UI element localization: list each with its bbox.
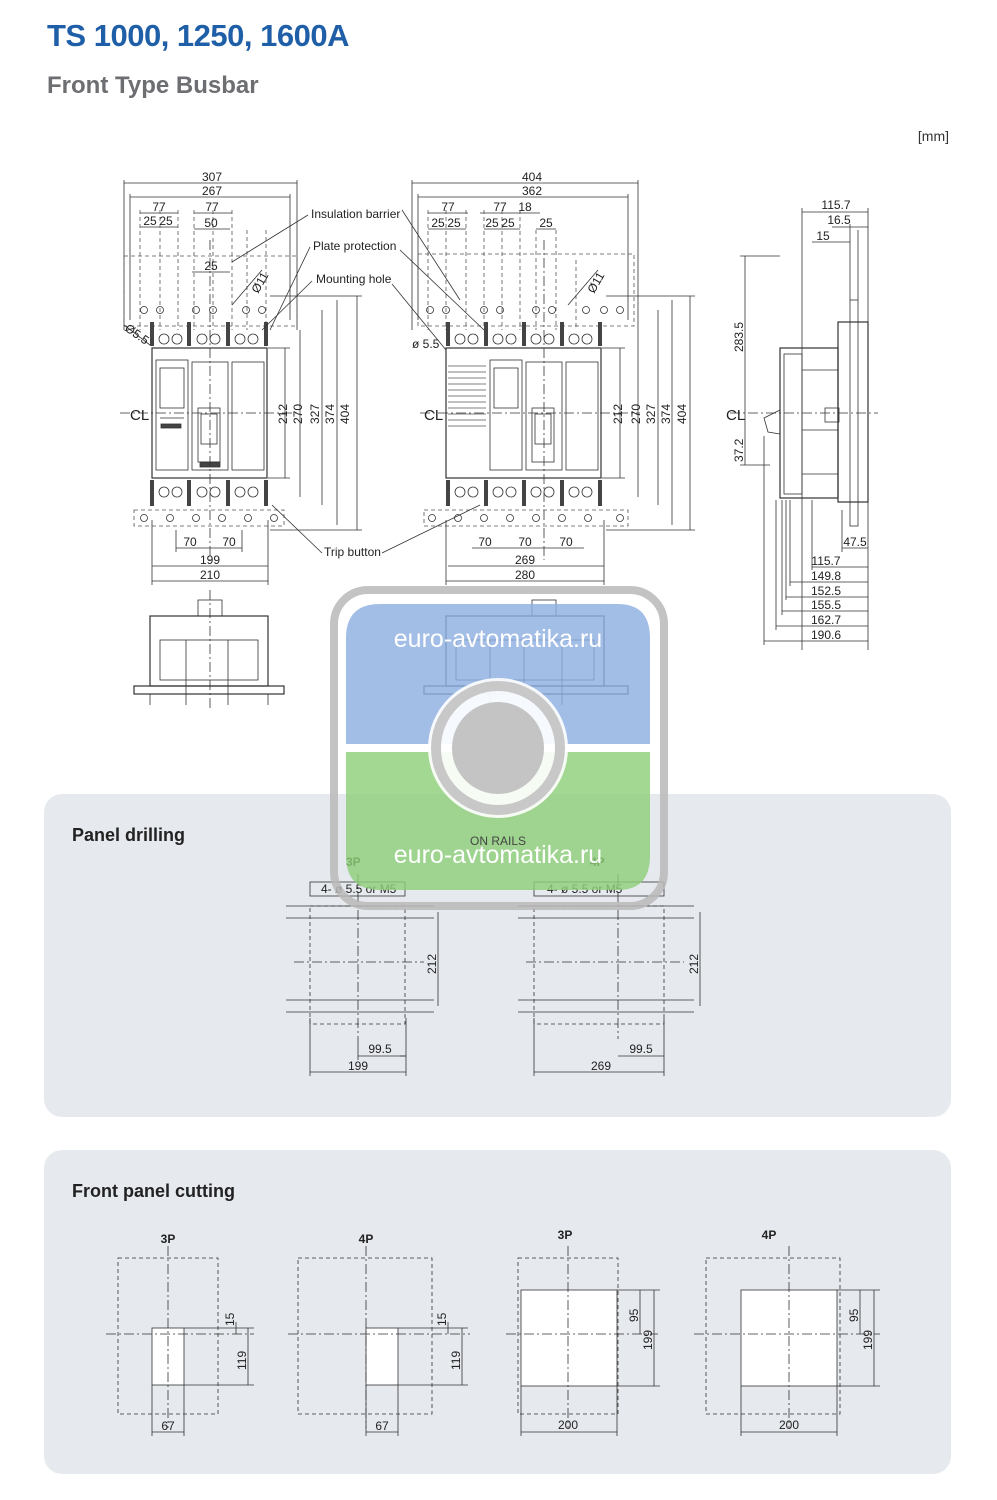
dim-side-162-7: 162.7: [811, 613, 841, 627]
dim-3p-70b: 70: [222, 535, 236, 549]
dim-3p-307: 307: [202, 170, 222, 184]
panel-drilling-title: Panel drilling: [72, 825, 186, 845]
dim-4p-70b: 70: [518, 535, 532, 549]
cut-2-label: 4P: [359, 1232, 374, 1246]
dim-4p-77a: 77: [441, 200, 455, 214]
dim-3p-77b: 77: [205, 200, 219, 214]
dim-4p-374: 374: [659, 404, 673, 424]
drilling-3p-offset: 99.5: [368, 1042, 392, 1056]
dim-4p-25d: 25: [501, 216, 515, 230]
dim-side-152-5: 152.5: [811, 584, 841, 598]
dim-3p-199: 199: [200, 553, 220, 567]
front-panel-cutting-section: Front panel cutting: [44, 1150, 951, 1474]
hole-3p-5-5: Ø5.5: [122, 321, 152, 348]
drilling-4p-width: 269: [591, 1059, 611, 1073]
dim-3p-70a: 70: [183, 535, 197, 549]
dim-3p-212: 212: [276, 404, 290, 424]
dim-side-16-5: 16.5: [827, 213, 851, 227]
front-panel-cutting-title: Front panel cutting: [72, 1181, 235, 1201]
dim-side-37-2: 37.2: [732, 438, 746, 462]
cut-3-height: 199: [641, 1330, 655, 1350]
dim-4p-404: 404: [522, 170, 542, 184]
callout-trip-button: Trip button: [324, 545, 381, 559]
watermark-text-bottom: euro-avtomatika.ru: [394, 841, 602, 869]
dim-3p-267: 267: [202, 184, 222, 198]
dim-3p-374: 374: [323, 404, 337, 424]
dim-4p-25c: 25: [485, 216, 499, 230]
dim-4p-25a: 25: [431, 216, 445, 230]
cut-1-label: 3P: [161, 1232, 176, 1246]
page-title: TS 1000, 1250, 1600A: [47, 18, 349, 53]
dim-3p-25a: 25: [143, 214, 157, 228]
dim-3p-50: 50: [204, 216, 218, 230]
hole-3p-11: Ø11: [248, 269, 271, 295]
dim-side-115-7-top: 115.7: [821, 198, 850, 212]
dim-4p-280: 280: [515, 568, 535, 582]
dim-side-155-5: 155.5: [811, 598, 841, 612]
dim-4p-362: 362: [522, 184, 542, 198]
cut-4-width: 200: [779, 1418, 799, 1432]
dim-side-15: 15: [816, 229, 830, 243]
watermark-rails: ON RAILS: [470, 834, 526, 848]
dim-3p-77a: 77: [152, 200, 166, 214]
centerline-side: CL: [726, 407, 745, 424]
centerline-3p: CL: [130, 407, 149, 424]
dim-side-47-5: 47.5: [843, 535, 867, 549]
cut-2-top: 15: [435, 1312, 449, 1326]
cut-3-label: 3P: [558, 1228, 573, 1242]
dim-3p-25b: 25: [159, 214, 173, 228]
dim-4p-327: 327: [644, 404, 658, 424]
dim-side-115-7: 115.7: [811, 554, 840, 568]
drilling-4p-height: 212: [687, 954, 701, 974]
cut-4-label: 4P: [762, 1228, 777, 1242]
watermark-text-top: euro-avtomatika.ru: [394, 625, 602, 653]
side-view: [730, 208, 878, 650]
dim-side-283-5: 283.5: [732, 322, 746, 352]
unit-label: [mm]: [917, 128, 949, 144]
front-view-4p: [381, 180, 695, 585]
watermark-logo: euro-avtomatika.ru ON RAILS euro-avtomat…: [330, 586, 668, 910]
cut-1-height: 119: [235, 1351, 249, 1370]
dim-4p-269: 269: [515, 553, 535, 567]
dim-4p-70c: 70: [559, 535, 573, 549]
front-view-3p: [120, 180, 362, 585]
dim-side-190-6: 190.6: [811, 628, 841, 642]
dim-4p-70a: 70: [478, 535, 492, 549]
drilling-4p-offset: 99.5: [629, 1042, 653, 1056]
callout-plate-protection: Plate protection: [313, 239, 396, 253]
dim-side-149-8: 149.8: [811, 569, 841, 583]
dim-3p-210: 210: [200, 568, 220, 582]
hole-4p-11: Ø11: [584, 269, 607, 295]
page-subtitle: Front Type Busbar: [47, 72, 259, 99]
cut-2-width: 67: [375, 1419, 389, 1433]
dim-4p-77b: 77: [493, 200, 507, 214]
drilling-3p-height: 212: [425, 954, 439, 974]
dim-4p-404: 404: [675, 404, 689, 424]
callout-mounting-hole: Mounting hole: [316, 272, 392, 286]
front-panel-cutting-drawing: 3P 15 119 67 4P 15 119 67 3P 95 199 200 …: [106, 1228, 880, 1436]
cut-4-top: 95: [847, 1308, 861, 1322]
dim-3p-327: 327: [308, 404, 322, 424]
cut-3-width: 200: [558, 1418, 578, 1432]
dim-3p-270: 270: [291, 404, 305, 424]
centerline-4p: CL: [424, 407, 443, 424]
drilling-3p-width: 199: [348, 1059, 368, 1073]
callout-insulation-barrier: Insulation barrier: [311, 207, 400, 221]
dim-4p-270: 270: [629, 404, 643, 424]
dim-3p-25c: 25: [204, 259, 218, 273]
cut-1-width: 67: [161, 1419, 175, 1433]
plan-view-3p: [133, 590, 285, 710]
dim-3p-404: 404: [338, 404, 352, 424]
hole-4p-5-5: ø 5.5: [412, 337, 440, 351]
dim-4p-25b: 25: [447, 216, 461, 230]
cut-4-height: 199: [861, 1330, 875, 1350]
cut-3-top: 95: [627, 1308, 641, 1322]
dim-4p-25e: 25: [539, 216, 553, 230]
dim-4p-212: 212: [611, 404, 625, 424]
cut-2-height: 119: [449, 1351, 463, 1370]
dim-4p-18: 18: [518, 200, 532, 214]
cut-1-top: 15: [223, 1312, 237, 1326]
